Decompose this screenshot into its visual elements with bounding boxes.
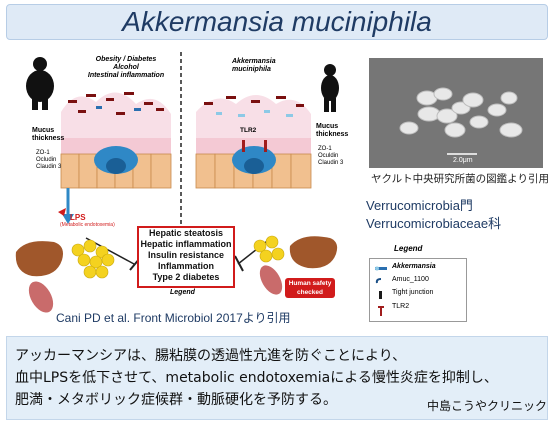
- legend-box: Akkermansia Amuc_1100 Tight junction TLR…: [369, 258, 467, 322]
- legend-item-akkermansia: Akkermansia: [392, 263, 436, 270]
- summary-line-2: 血中LPSを低下させて、metabolic endotoxemiaによる慢性炎症…: [15, 370, 498, 386]
- left-tj-3: Claudin 3: [36, 164, 62, 170]
- lps-label: LPS: [70, 213, 86, 222]
- right-heading-line-1: Akkermansia: [232, 58, 276, 65]
- akkermansia-icon: [375, 266, 387, 271]
- page-title: Akkermansia muciniphila: [122, 6, 432, 37]
- title-banner: Akkermansia muciniphila: [6, 4, 548, 40]
- amuc-icon: [375, 278, 382, 284]
- effect-item: Type 2 diabetes: [152, 272, 220, 282]
- summary-line-3: 肥満・メタボリック症候群・動脈硬化を予防する。: [15, 392, 337, 408]
- right-mucus-label: Mucus thickness: [316, 123, 349, 138]
- effect-item: Inflammation: [157, 261, 214, 271]
- tlr2-label: TLR2: [240, 127, 257, 134]
- left-tj-2: Ocludin: [36, 157, 57, 163]
- figure-legend-label: Legend: [170, 289, 195, 296]
- effects-box: Hepatic steatosis Hepatic inflammation I…: [137, 226, 235, 288]
- left-heading-line-1: Obesity / Diabetes: [95, 56, 157, 63]
- effect-item: Hepatic steatosis: [148, 228, 224, 238]
- legend-item-tlr2: TLR2: [392, 303, 410, 310]
- left-tj-1: ZO-1: [36, 150, 50, 156]
- muscle-left-icon: [28, 281, 54, 313]
- citation: Cani PD et al. Front Microbiol 2017より引用: [56, 311, 291, 325]
- effect-item: Hepatic inflammation: [140, 239, 232, 249]
- right-tj-3: Claudin 3: [318, 160, 344, 166]
- lps-sublabel: (Metabolic endotoxemia): [60, 222, 115, 228]
- liver-left-icon: [15, 241, 63, 277]
- left-heading-line-2: Alcohol: [113, 64, 139, 71]
- right-tj-1: ZO-1: [318, 146, 332, 152]
- right-heading: Akkermansia muciniphila: [232, 58, 276, 74]
- adipose-right-icon: [253, 235, 285, 263]
- tlr2-icon: [378, 306, 384, 316]
- adipose-left-icon: [71, 239, 115, 279]
- right-tj-2: Oculdin: [318, 153, 339, 159]
- left-heading: Obesity / Diabetes Alcohol Intestinal in…: [86, 56, 166, 80]
- left-gut-section: [60, 92, 172, 224]
- legend-item-amuc: Amuc_1100: [392, 276, 429, 283]
- effect-item: Insulin resistance: [147, 250, 225, 260]
- left-mucus-label: Mucus thickness: [32, 127, 65, 142]
- safety-badge: Human safety checked: [285, 278, 335, 298]
- left-tj-labels: ZO-1 Ocludin Claudin 3: [36, 150, 61, 171]
- legend-title: Legend: [394, 244, 423, 253]
- clinic-name: 中島こうやクリニック: [427, 399, 548, 413]
- right-gut-section: [195, 95, 312, 189]
- summary-line-1: アッカーマンシアは、腸粘膜の透過性亢進を防ぐことにより、: [15, 348, 407, 364]
- right-heading-line-2: muciniphila: [232, 66, 271, 73]
- muscle-right-icon: [259, 265, 283, 295]
- taxonomy-family: Verrucomicrobiaceae科: [366, 216, 502, 231]
- legend-item-tight-junction: Tight junction: [392, 289, 434, 296]
- left-heading-line-3: Intestinal inflammation: [87, 72, 165, 79]
- obese-person-icon: [26, 57, 54, 110]
- taxonomy-phylum: Verrucomicrobia門: [366, 198, 473, 213]
- mechanism-figure: [15, 52, 339, 313]
- micrograph-image: 2.0μm: [369, 58, 543, 168]
- tight-junction-icon: [379, 291, 382, 299]
- liver-right-icon: [289, 236, 338, 269]
- summary-panel: アッカーマンシアは、腸粘膜の透過性亢進を防ぐことにより、 血中LPSを低下させて…: [6, 336, 548, 420]
- micrograph-credit: ヤクルト中央研究所菌の図鑑より引用: [371, 173, 549, 185]
- right-tj-labels: ZO-1 Oculdin Claudin 3: [318, 146, 343, 167]
- micrograph-scale: 2.0μm: [453, 157, 473, 164]
- lean-person-icon: [321, 64, 339, 112]
